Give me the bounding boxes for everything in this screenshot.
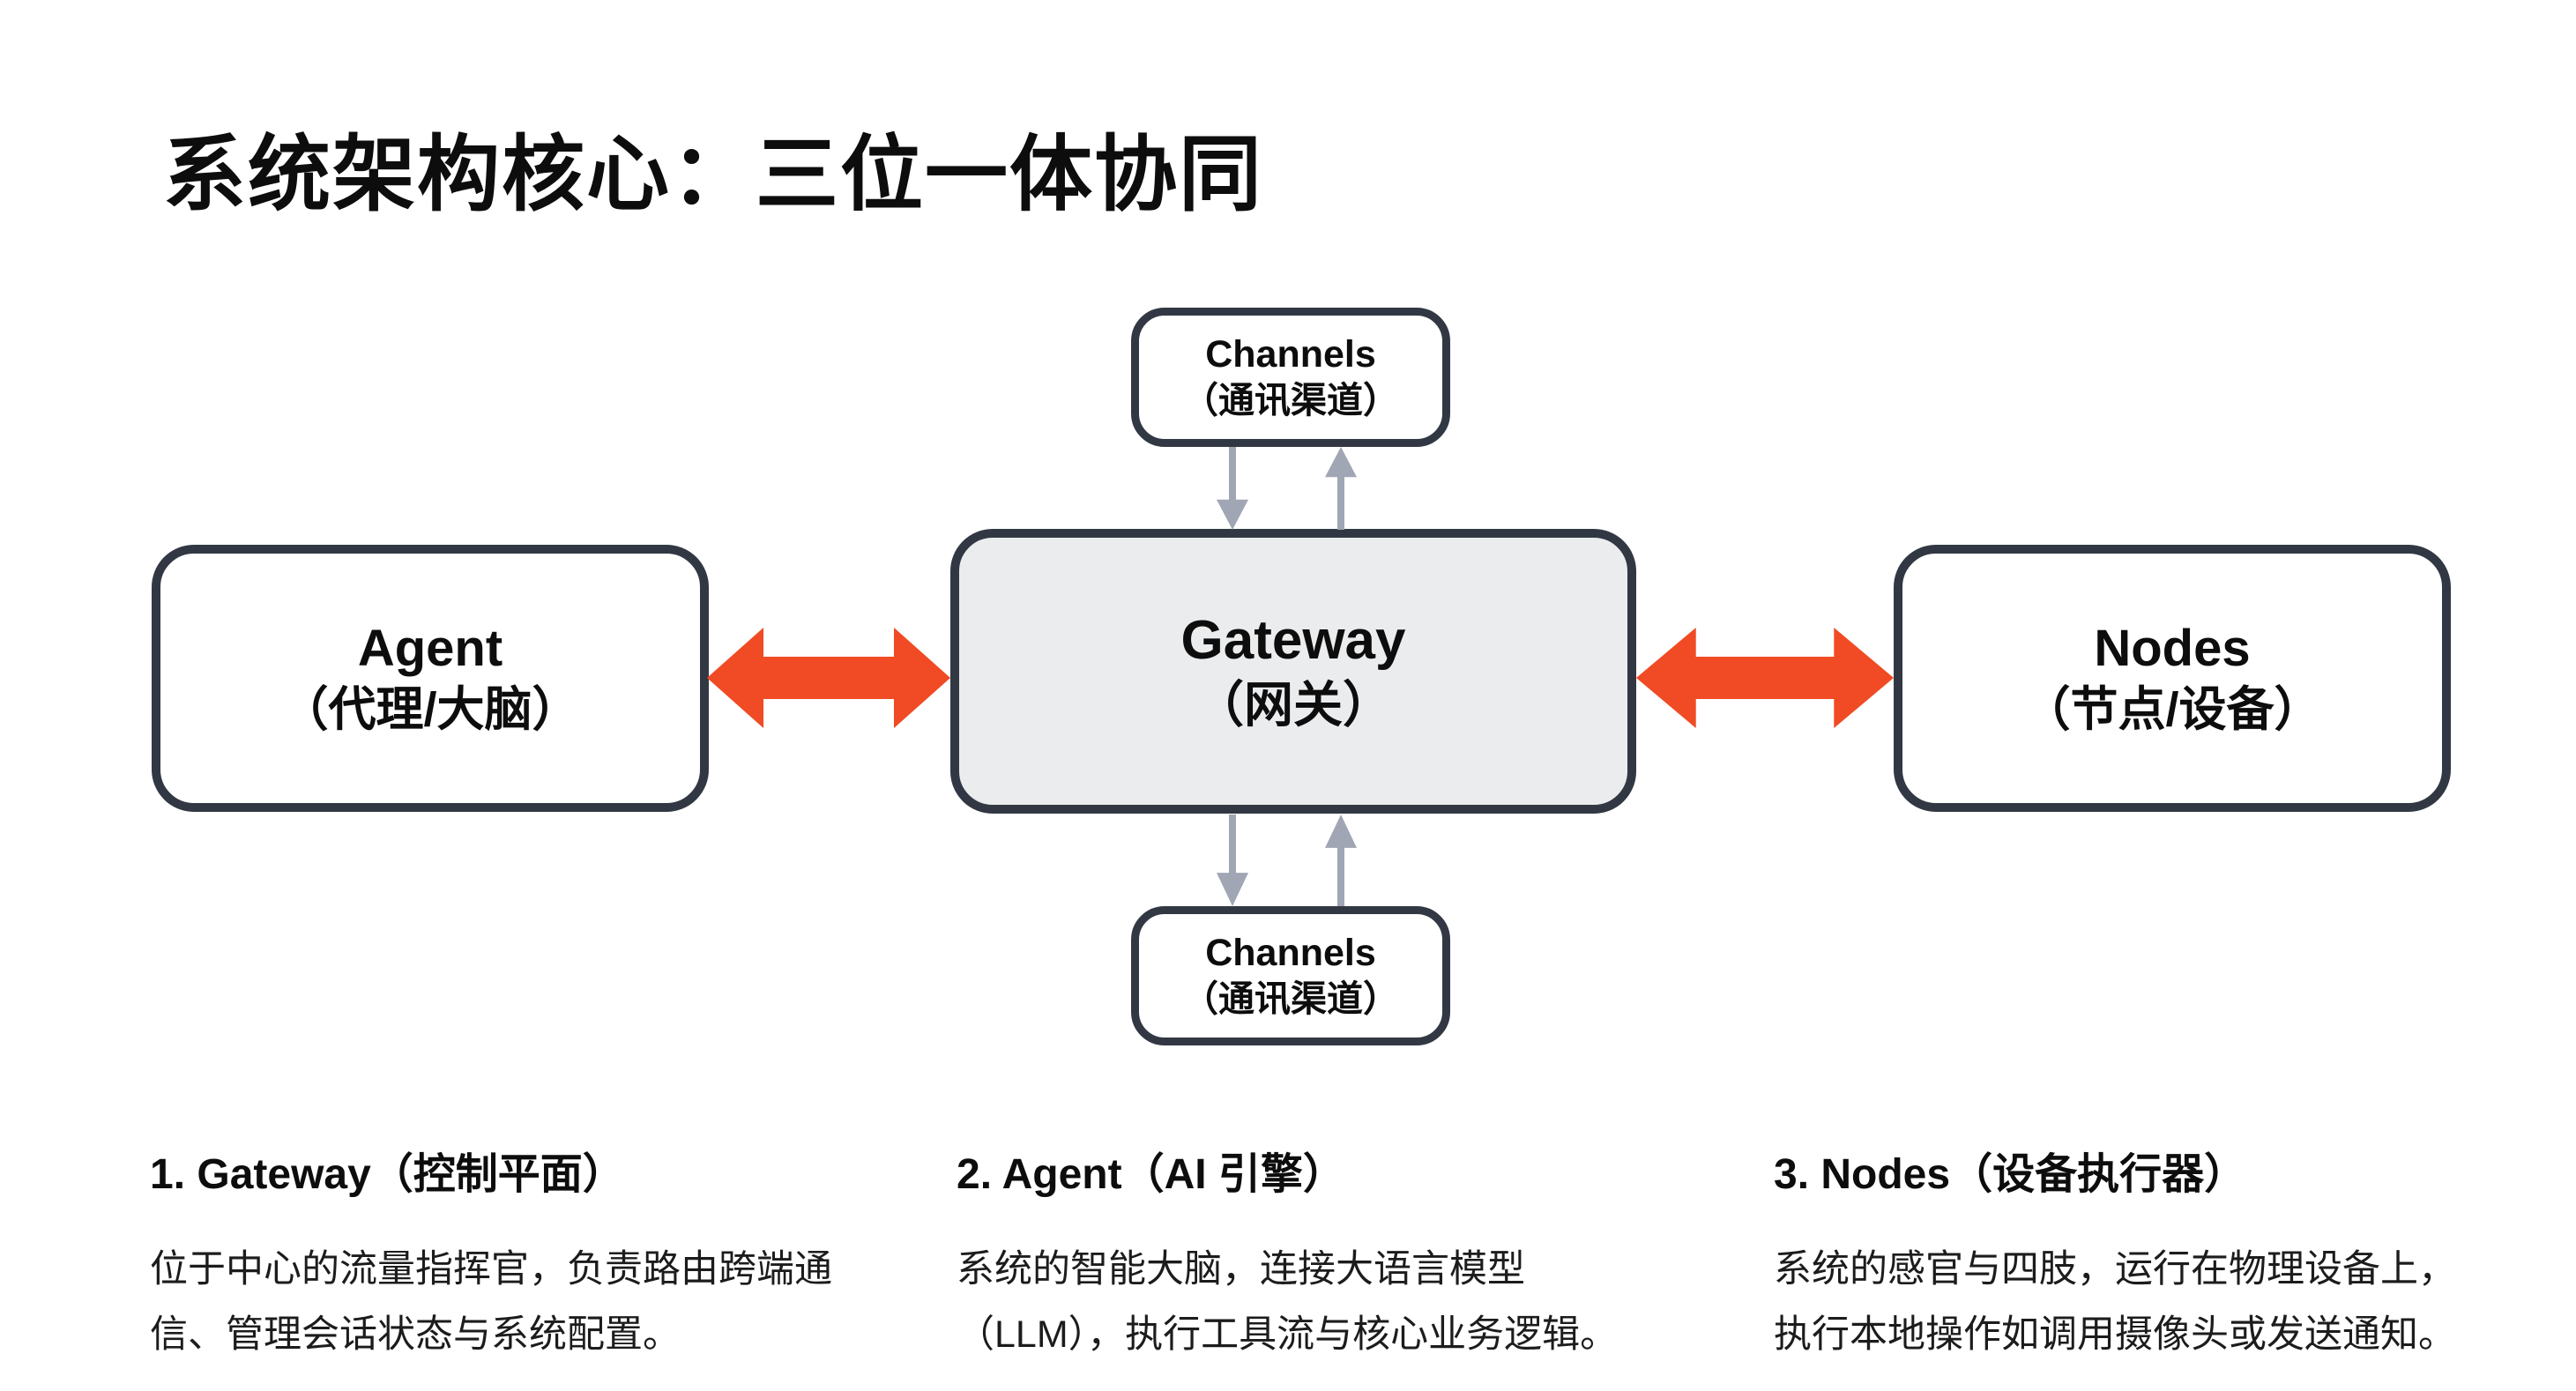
gateway-box: Gateway （网关） xyxy=(950,529,1636,814)
gateway-label-zh: （网关） xyxy=(1195,677,1392,733)
channels-to-gateway-down-arrow-icon xyxy=(1217,447,1248,530)
legend-agent: 2. Agent（AI 引擎） 系统的智能大脑，连接大语言模型 （LLM），执行… xyxy=(957,1139,1697,1368)
legend-gateway-heading: 1. Gateway（控制平面） xyxy=(150,1151,625,1198)
gateway-label-en: Gateway xyxy=(1180,609,1406,671)
channels-top-label-en: Channels xyxy=(1205,332,1376,376)
gateway-nodes-arrow-icon xyxy=(1636,628,1894,728)
gateway-to-channels-down-arrow-icon xyxy=(1217,815,1248,906)
nodes-label-en: Nodes xyxy=(2094,619,2251,677)
agent-label-zh: （代理/大脑） xyxy=(280,683,580,736)
legend-agent-heading: 2. Agent（AI 引擎） xyxy=(957,1151,1345,1198)
channels-bottom-label-zh: （通讯渠道） xyxy=(1182,978,1399,1020)
page-title: 系统架构核心：三位一体协同 xyxy=(163,128,1264,220)
legend-nodes: 3. Nodes（设备执行器） 系统的感官与四肢，运行在物理设备上， 执行本地操… xyxy=(1774,1139,2532,1368)
legend-nodes-body: 系统的感官与四肢，运行在物理设备上， 执行本地操作如调用摄像头或发送通知。 xyxy=(1774,1248,2456,1356)
legend-nodes-heading: 3. Nodes（设备执行器） xyxy=(1774,1151,2247,1198)
legend-agent-body: 系统的智能大脑，连接大语言模型 （LLM），执行工具流与核心业务逻辑。 xyxy=(957,1248,1619,1356)
agent-label-en: Agent xyxy=(357,619,503,677)
legend-gateway-body: 位于中心的流量指挥官，负责路由跨端通 信、管理会话状态与系统配置。 xyxy=(150,1248,832,1356)
agent-box: Agent （代理/大脑） xyxy=(152,545,709,812)
nodes-label-zh: （节点/设备） xyxy=(2022,683,2322,736)
legend-gateway: 1. Gateway（控制平面） 位于中心的流量指挥官，负责路由跨端通 信、管理… xyxy=(150,1139,890,1368)
channels-bottom-box: Channels （通讯渠道） xyxy=(1131,906,1450,1045)
gateway-to-channels-up-arrow-icon xyxy=(1325,447,1357,530)
nodes-box: Nodes （节点/设备） xyxy=(1894,545,2451,812)
channels-bottom-label-en: Channels xyxy=(1205,931,1376,974)
channels-to-gateway-up-arrow-icon xyxy=(1325,815,1357,906)
channels-top-label-zh: （通讯渠道） xyxy=(1182,380,1399,421)
agent-gateway-arrow-icon xyxy=(707,628,950,728)
channels-top-box: Channels （通讯渠道） xyxy=(1131,308,1450,447)
